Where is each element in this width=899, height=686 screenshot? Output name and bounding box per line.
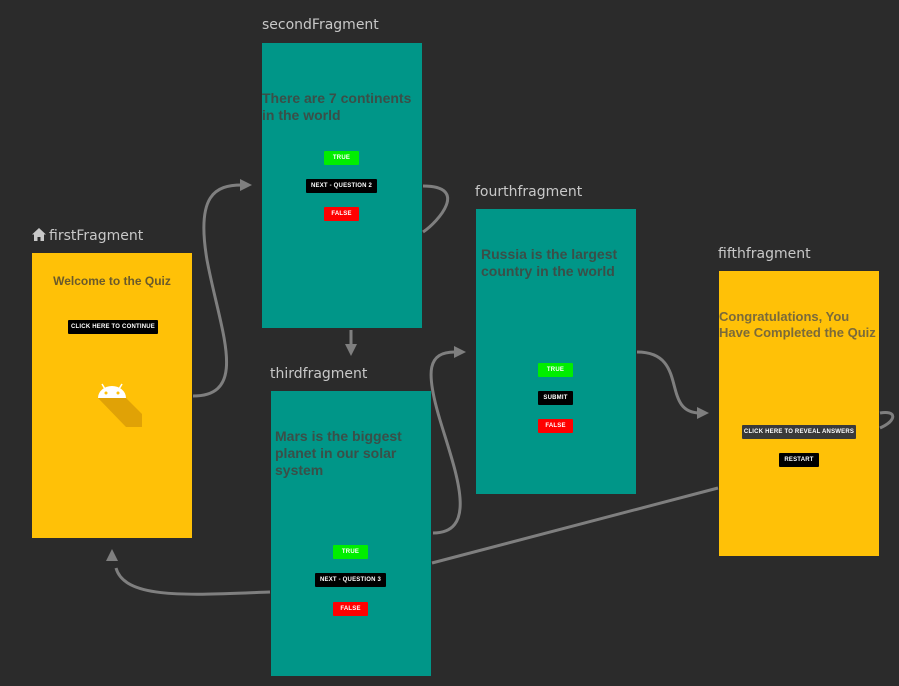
submit-button[interactable]: SUBMIT <box>538 391 573 405</box>
third-fragment-label: thirdfragment <box>270 366 368 382</box>
question-text: There are 7 continents in the world <box>262 90 412 123</box>
second-fragment-screen[interactable]: There are 7 continents in the world TRUE… <box>262 43 422 328</box>
completion-title: Congratulations, You Have Completed the … <box>719 309 876 340</box>
first-fragment-screen[interactable]: Welcome to the Quiz CLICK HERE TO CONTIN… <box>32 253 192 538</box>
true-button[interactable]: TRUE <box>333 545 368 559</box>
fifth-fragment-label: fifthfragment <box>718 246 811 262</box>
false-button[interactable]: FALSE <box>333 602 368 616</box>
true-button[interactable]: TRUE <box>324 151 359 165</box>
arrow-third-to-fourth[interactable] <box>429 350 462 535</box>
second-fragment-label: secondFragment <box>262 17 379 33</box>
fourth-fragment-label: fourthfragment <box>475 184 583 200</box>
restart-button[interactable]: RESTART <box>779 453 819 467</box>
arrow-fourth-to-fifth[interactable] <box>636 350 701 415</box>
welcome-title: Welcome to the Quiz <box>53 274 171 288</box>
arrow-fifth-exit[interactable] <box>879 410 895 430</box>
continue-button[interactable]: CLICK HERE TO CONTINUE <box>68 320 158 334</box>
next-button[interactable]: NEXT - QUESTION 3 <box>315 573 386 587</box>
fifth-fragment-screen[interactable]: Congratulations, You Have Completed the … <box>719 271 879 556</box>
arrow-fifth-to-second[interactable] <box>431 486 719 565</box>
arrowhead-third <box>345 344 357 356</box>
arrow-third-to-first[interactable] <box>114 567 271 596</box>
false-button[interactable]: FALSE <box>324 207 359 221</box>
question-text: Mars is the biggest planet in our solar … <box>275 428 402 478</box>
third-fragment-screen[interactable]: Mars is the biggest planet in our solar … <box>271 391 431 676</box>
next-button[interactable]: NEXT - QUESTION 2 <box>306 179 377 193</box>
false-button[interactable]: FALSE <box>538 419 573 433</box>
arrow-first-to-second[interactable] <box>192 183 243 398</box>
arrowhead-second <box>240 179 252 191</box>
android-icon <box>98 383 142 427</box>
arrowhead-fifth <box>697 407 709 419</box>
home-icon <box>32 228 46 241</box>
fourth-fragment-screen[interactable]: Russia is the largest country in the wor… <box>476 209 636 494</box>
true-button[interactable]: TRUE <box>538 363 573 377</box>
reveal-answers-button[interactable]: CLICK HERE TO REVEAL ANSWERS <box>742 425 856 439</box>
arrowhead-first <box>106 549 118 561</box>
question-text: Russia is the largest country in the wor… <box>481 246 618 279</box>
arrow-second-to-fourth[interactable] <box>422 184 450 234</box>
arrowhead-fourth <box>454 346 466 358</box>
first-fragment-name: firstFragment <box>49 228 144 244</box>
first-fragment-label: firstFragment <box>32 228 143 244</box>
